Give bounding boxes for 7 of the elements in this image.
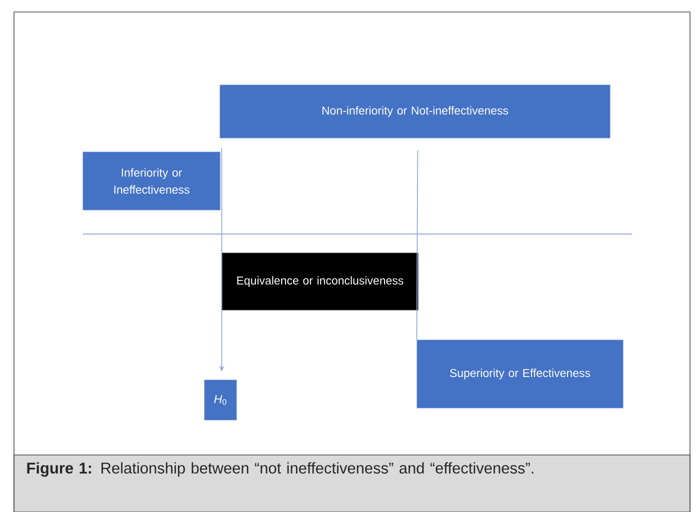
connector-line [416, 150, 418, 340]
result-box: Superiority or Effectiveness [416, 340, 624, 408]
hypothesis-box: H$_{0}$ [204, 380, 237, 420]
figure-caption: Figure 1: Relationship between “not ineffectiveness” and “effectiveness”. [27, 462, 534, 477]
result-box: Inferiority or Ineffectiveness [82, 152, 220, 210]
result-box: Non-inferiority or Not-ineffectiveness [220, 84, 610, 138]
result-box: Equivalence or inconclusiveness [222, 252, 418, 310]
